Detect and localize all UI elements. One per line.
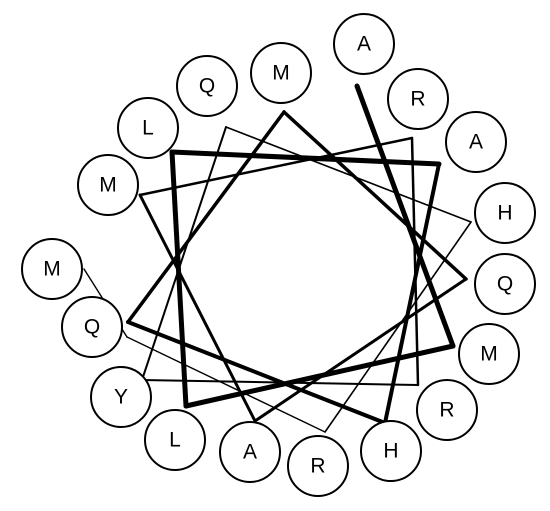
residue-node: R xyxy=(416,379,478,441)
wheel-connection-line xyxy=(410,136,420,387)
svg-text:Y: Y xyxy=(114,386,128,409)
wheel-connection-line xyxy=(141,379,419,386)
svg-text:R: R xyxy=(310,455,325,478)
residue-node: H xyxy=(360,420,422,482)
residue-node: M xyxy=(458,323,520,385)
svg-text:L: L xyxy=(169,429,181,452)
svg-text:M: M xyxy=(43,258,61,281)
residue-node: H xyxy=(474,182,536,244)
svg-text:M: M xyxy=(272,62,290,85)
wheel-connection-line xyxy=(126,110,286,324)
svg-text:H: H xyxy=(383,440,398,463)
svg-text:R: R xyxy=(410,88,425,111)
residue-node: M xyxy=(77,154,139,216)
residue-connection-lines xyxy=(83,83,472,433)
wheel-connection-line xyxy=(126,336,326,433)
svg-text:R: R xyxy=(439,399,454,422)
svg-text:A: A xyxy=(357,33,371,56)
residue-node: A xyxy=(445,111,507,173)
svg-text:A: A xyxy=(243,441,257,464)
wheel-connection-line xyxy=(354,83,456,349)
residue-node: Q xyxy=(61,296,123,358)
residue-node: R xyxy=(387,68,449,130)
residue-node: Y xyxy=(90,366,152,428)
wheel-connection-line xyxy=(282,110,468,281)
wheel-connection-line xyxy=(253,277,468,423)
residue-node: R xyxy=(287,435,349,497)
residue-node: Q xyxy=(176,55,238,117)
residue-node: L xyxy=(144,409,206,471)
residue-node: M xyxy=(21,238,83,300)
residue-node: L xyxy=(117,97,179,159)
svg-text:Q: Q xyxy=(199,75,215,98)
svg-text:Q: Q xyxy=(84,316,100,339)
svg-text:A: A xyxy=(469,131,483,154)
residue-node: M xyxy=(250,42,312,104)
svg-text:H: H xyxy=(497,202,512,225)
residue-circles: A R A H Q M R H R A L Y Q M M L Q M xyxy=(21,13,536,497)
svg-text:Q: Q xyxy=(497,273,513,296)
wheel-connection-line xyxy=(225,126,472,223)
residue-node: A xyxy=(219,421,281,483)
wheel-connection-line xyxy=(138,136,414,197)
svg-text:L: L xyxy=(142,117,154,140)
residue-node: A xyxy=(333,13,395,75)
svg-text:M: M xyxy=(99,174,117,197)
wheel-connection-line xyxy=(324,221,472,433)
wheel-connection-line xyxy=(141,126,227,381)
wheel-connection-line xyxy=(138,193,257,423)
residue-node: Q xyxy=(474,253,536,315)
svg-text:M: M xyxy=(480,343,498,366)
wheel-connection-line xyxy=(383,162,441,425)
